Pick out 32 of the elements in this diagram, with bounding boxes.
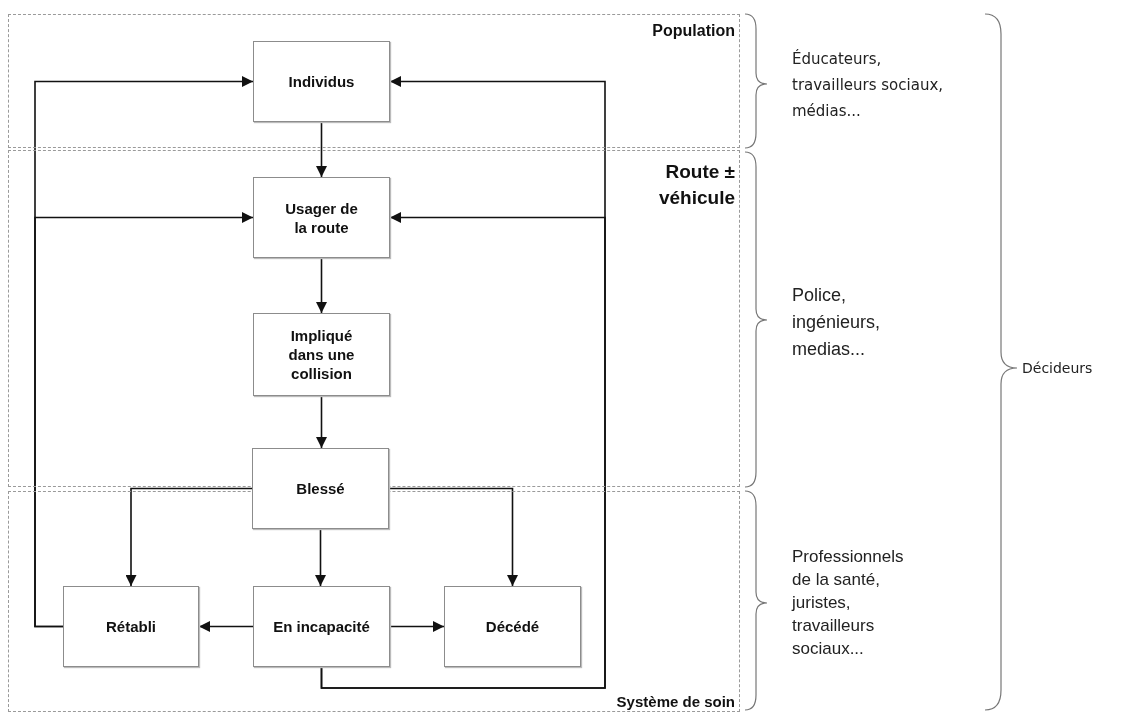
box-label: Individus (287, 72, 356, 91)
arrow (316, 121, 327, 178)
arrow (34, 212, 254, 628)
stakeholder-note: Professionnels de la santé, juristes, travailleurs sociaux... (792, 546, 905, 660)
stakeholder-note: Éducateurs, travailleurs sociaux, médias... (792, 48, 945, 122)
process-box (63, 586, 199, 667)
box-label: En incapacité (272, 617, 371, 636)
dashed-region (8, 14, 740, 148)
box-label: Rétabli (105, 617, 157, 636)
arrow (125, 487, 253, 587)
box-label: Décédé (484, 617, 541, 636)
arrow (316, 395, 327, 449)
process-box (444, 586, 581, 667)
arrow (316, 257, 327, 314)
process-box (253, 177, 390, 258)
box-label: Usager de la route (284, 198, 359, 237)
stakeholder-note: Décideurs (1022, 359, 1094, 378)
arrow (198, 621, 254, 632)
arrow (388, 487, 518, 587)
arrow (389, 621, 445, 632)
process-box (252, 448, 389, 529)
region-heading: Route ± véhicule (657, 160, 735, 210)
region-heading: Système de soin (615, 692, 735, 711)
box-label: Blessé (295, 479, 346, 498)
stakeholder-note: Police, ingénieurs, medias... (792, 284, 882, 361)
arrow (315, 528, 326, 587)
process-box (253, 586, 390, 667)
process-box (253, 313, 390, 396)
arrow (320, 212, 606, 689)
region-heading: Population (651, 21, 735, 41)
box-label: Impliqué dans une collision (287, 326, 356, 383)
process-box (253, 41, 390, 122)
